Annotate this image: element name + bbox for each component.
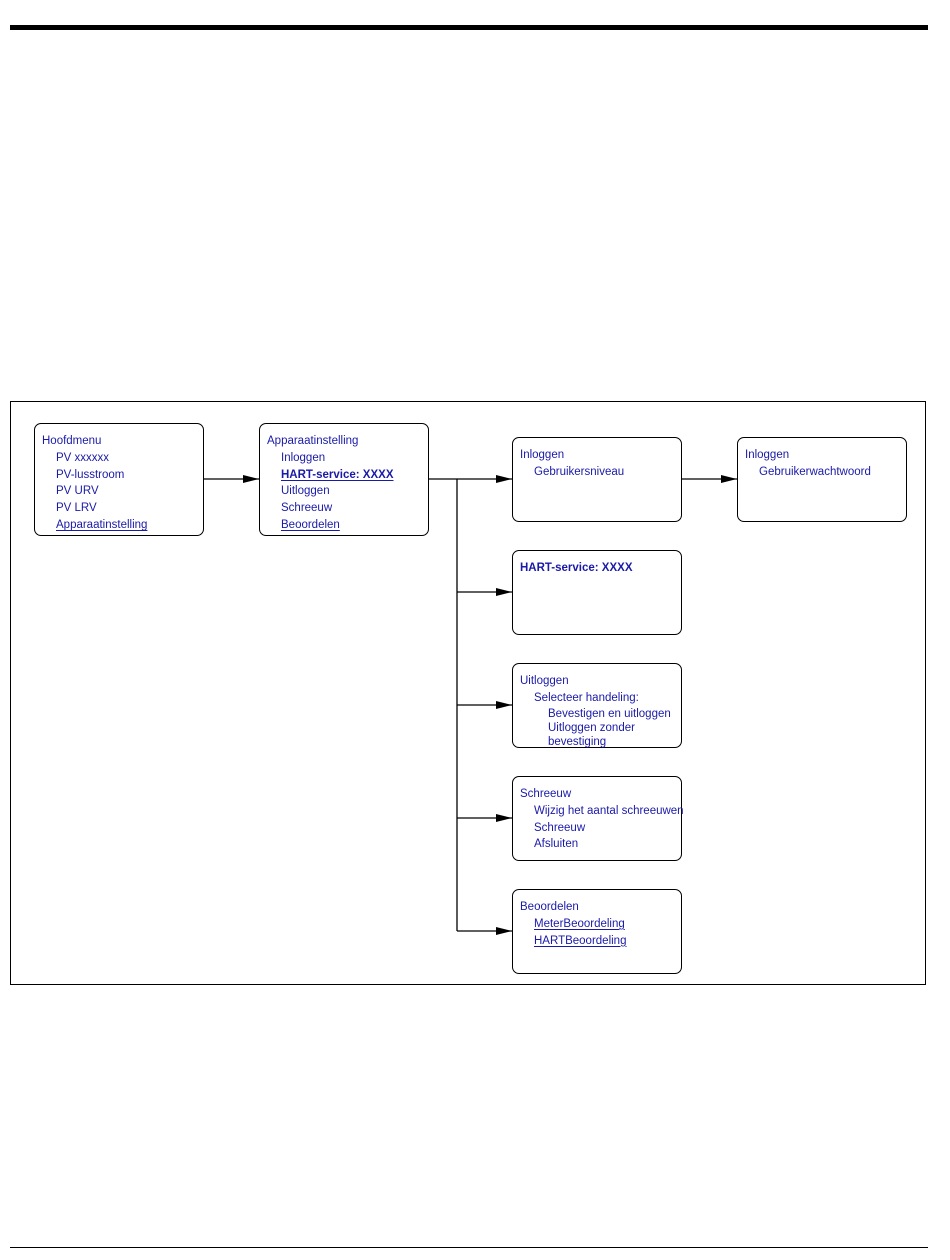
inloggen-box: Inloggen Gebruikersniveau [512, 437, 682, 522]
inloggen-wachtwoord-title: Inloggen [745, 449, 790, 461]
inloggen-title: Inloggen [520, 449, 565, 461]
menu-item-pv-lrv[interactable]: PV LRV [56, 502, 97, 515]
hart-service-box: HART-service: XXXX [512, 550, 682, 635]
menu-item-pv-lusstroom[interactable]: PV-lusstroom [56, 468, 125, 481]
menu-item-gebruikersniveau[interactable]: Gebruikersniveau [534, 465, 625, 478]
schreeuw-box: Schreeuw Wijzig het aantal schreeuwen Sc… [512, 776, 684, 861]
menu-item-schreeuw[interactable]: Schreeuw [281, 502, 333, 515]
option-bevestigen-en-uitloggen[interactable]: Bevestigen en uitloggen [548, 707, 671, 720]
menu-item-meterbeoordeling[interactable]: MeterBeoordeling [534, 917, 625, 930]
option-bevestiging[interactable]: bevestiging [548, 735, 607, 748]
menu-item-pv[interactable]: PV xxxxxx [56, 451, 110, 464]
hoofdmenu-title: Hoofdmenu [42, 435, 102, 447]
top-rule [10, 25, 928, 30]
hart-service-title: HART-service: XXXX [520, 562, 633, 574]
menu-item-wijzig-aantal-schreeuwen[interactable]: Wijzig het aantal schreeuwen [534, 804, 684, 817]
menu-item-apparaatinstelling[interactable]: Apparaatinstelling [56, 518, 148, 531]
menu-item-afsluiten[interactable]: Afsluiten [534, 838, 579, 851]
diagram-frame [10, 401, 926, 985]
menu-item-uitloggen[interactable]: Uitloggen [281, 485, 330, 498]
apparaatinstelling-box: Apparaatinstelling Inloggen HART-service… [259, 423, 429, 536]
menu-item-beoordelen[interactable]: Beoordelen [281, 518, 340, 531]
menu-item-schreeuw-action[interactable]: Schreeuw [534, 821, 586, 834]
menu-item-hart-service[interactable]: HART-service: XXXX [281, 468, 394, 481]
uitloggen-subtitle: Selecteer handeling: [534, 691, 639, 704]
apparaatinstelling-title: Apparaatinstelling [267, 435, 359, 447]
option-uitloggen-zonder[interactable]: Uitloggen zonder [548, 721, 635, 734]
uitloggen-box: Uitloggen Selecteer handeling: Bevestige… [512, 663, 682, 748]
menu-item-gebruikerwachtwoord[interactable]: Gebruikerwachtwoord [759, 465, 871, 478]
uitloggen-title: Uitloggen [520, 675, 569, 687]
beoordelen-title: Beoordelen [520, 901, 579, 913]
schreeuw-title: Schreeuw [520, 788, 572, 800]
menu-item-hartbeoordeling[interactable]: HARTBeoordeling [534, 934, 627, 947]
menu-item-inloggen[interactable]: Inloggen [281, 451, 326, 464]
hoofdmenu-box: Hoofdmenu PV xxxxxx PV-lusstroom PV URV … [34, 423, 204, 536]
inloggen-wachtwoord-box: Inloggen Gebruikerwachtwoord [737, 437, 907, 522]
menu-item-pv-urv[interactable]: PV URV [56, 485, 99, 498]
beoordelen-box: Beoordelen MeterBeoordeling HARTBeoordel… [512, 889, 682, 974]
bottom-rule [10, 1247, 928, 1248]
